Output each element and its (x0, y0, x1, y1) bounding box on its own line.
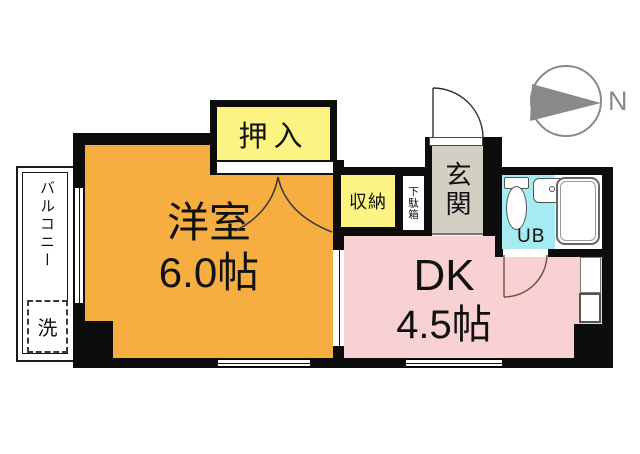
western-room (85, 145, 333, 358)
entrance-door-swing (432, 87, 484, 138)
washing-machine-box: 洗 (27, 300, 68, 353)
compass-needle-icon (530, 84, 601, 121)
shoe-cabinet: 下駄箱 (403, 176, 424, 230)
oshiire-threshold (217, 160, 333, 175)
window-bottom-dk (406, 359, 502, 367)
wall-top-left (73, 133, 213, 145)
kitchen-counter (580, 257, 601, 293)
bathtub-inner-line (560, 181, 596, 241)
faucet-icon (549, 186, 555, 192)
window-glass-line (406, 363, 502, 364)
storage: 収納 (341, 175, 395, 227)
western-room-size: 6.0帖 (158, 248, 260, 296)
wall-bottom (73, 358, 613, 368)
kitchen-sink-unit (579, 293, 601, 323)
entrance: 玄関 (432, 146, 483, 235)
bath-door-swing (503, 254, 548, 298)
toilet-bowl (506, 186, 527, 230)
bath-doorway (503, 249, 548, 257)
storage-label: 収納 (349, 192, 387, 212)
bathtub (556, 177, 600, 245)
dk-size: 4.5帖 (396, 302, 492, 347)
balcony-inner-line (22, 172, 68, 354)
entrance-wall-left (425, 137, 432, 237)
shoe-cabinet-label: 下駄箱 (407, 185, 419, 221)
wall-right (602, 167, 613, 368)
dk-name: DK (413, 251, 475, 300)
oshiire-closet-label: 押入 (238, 120, 309, 153)
window-glass-line (218, 363, 310, 364)
balcony-label: バルコニー (38, 180, 55, 270)
compass: N (525, 60, 635, 145)
entrance-label: 玄関 (442, 160, 472, 219)
window-bottom-west (218, 359, 310, 367)
washing-machine-label: 洗 (37, 318, 58, 340)
western-room-name: 洋室 (166, 199, 251, 246)
sliding-door-opening (333, 250, 344, 346)
window-glass-line (79, 188, 80, 303)
balcony: バルコニー 洗 (16, 166, 76, 362)
compass-north-label: N (608, 86, 628, 116)
oshiire-door-arcs (234, 176, 333, 233)
entrance-threshold (429, 137, 483, 146)
western-room-label: 洋室 6.0帖 (85, 198, 333, 297)
sliding-door-line (338, 250, 340, 346)
oshiire-closet-inner: 押入 (217, 107, 330, 160)
unit-bath-label: UB (517, 226, 546, 247)
balcony-window (75, 188, 83, 303)
dining-kitchen-label: DK 4.5帖 (344, 250, 544, 349)
